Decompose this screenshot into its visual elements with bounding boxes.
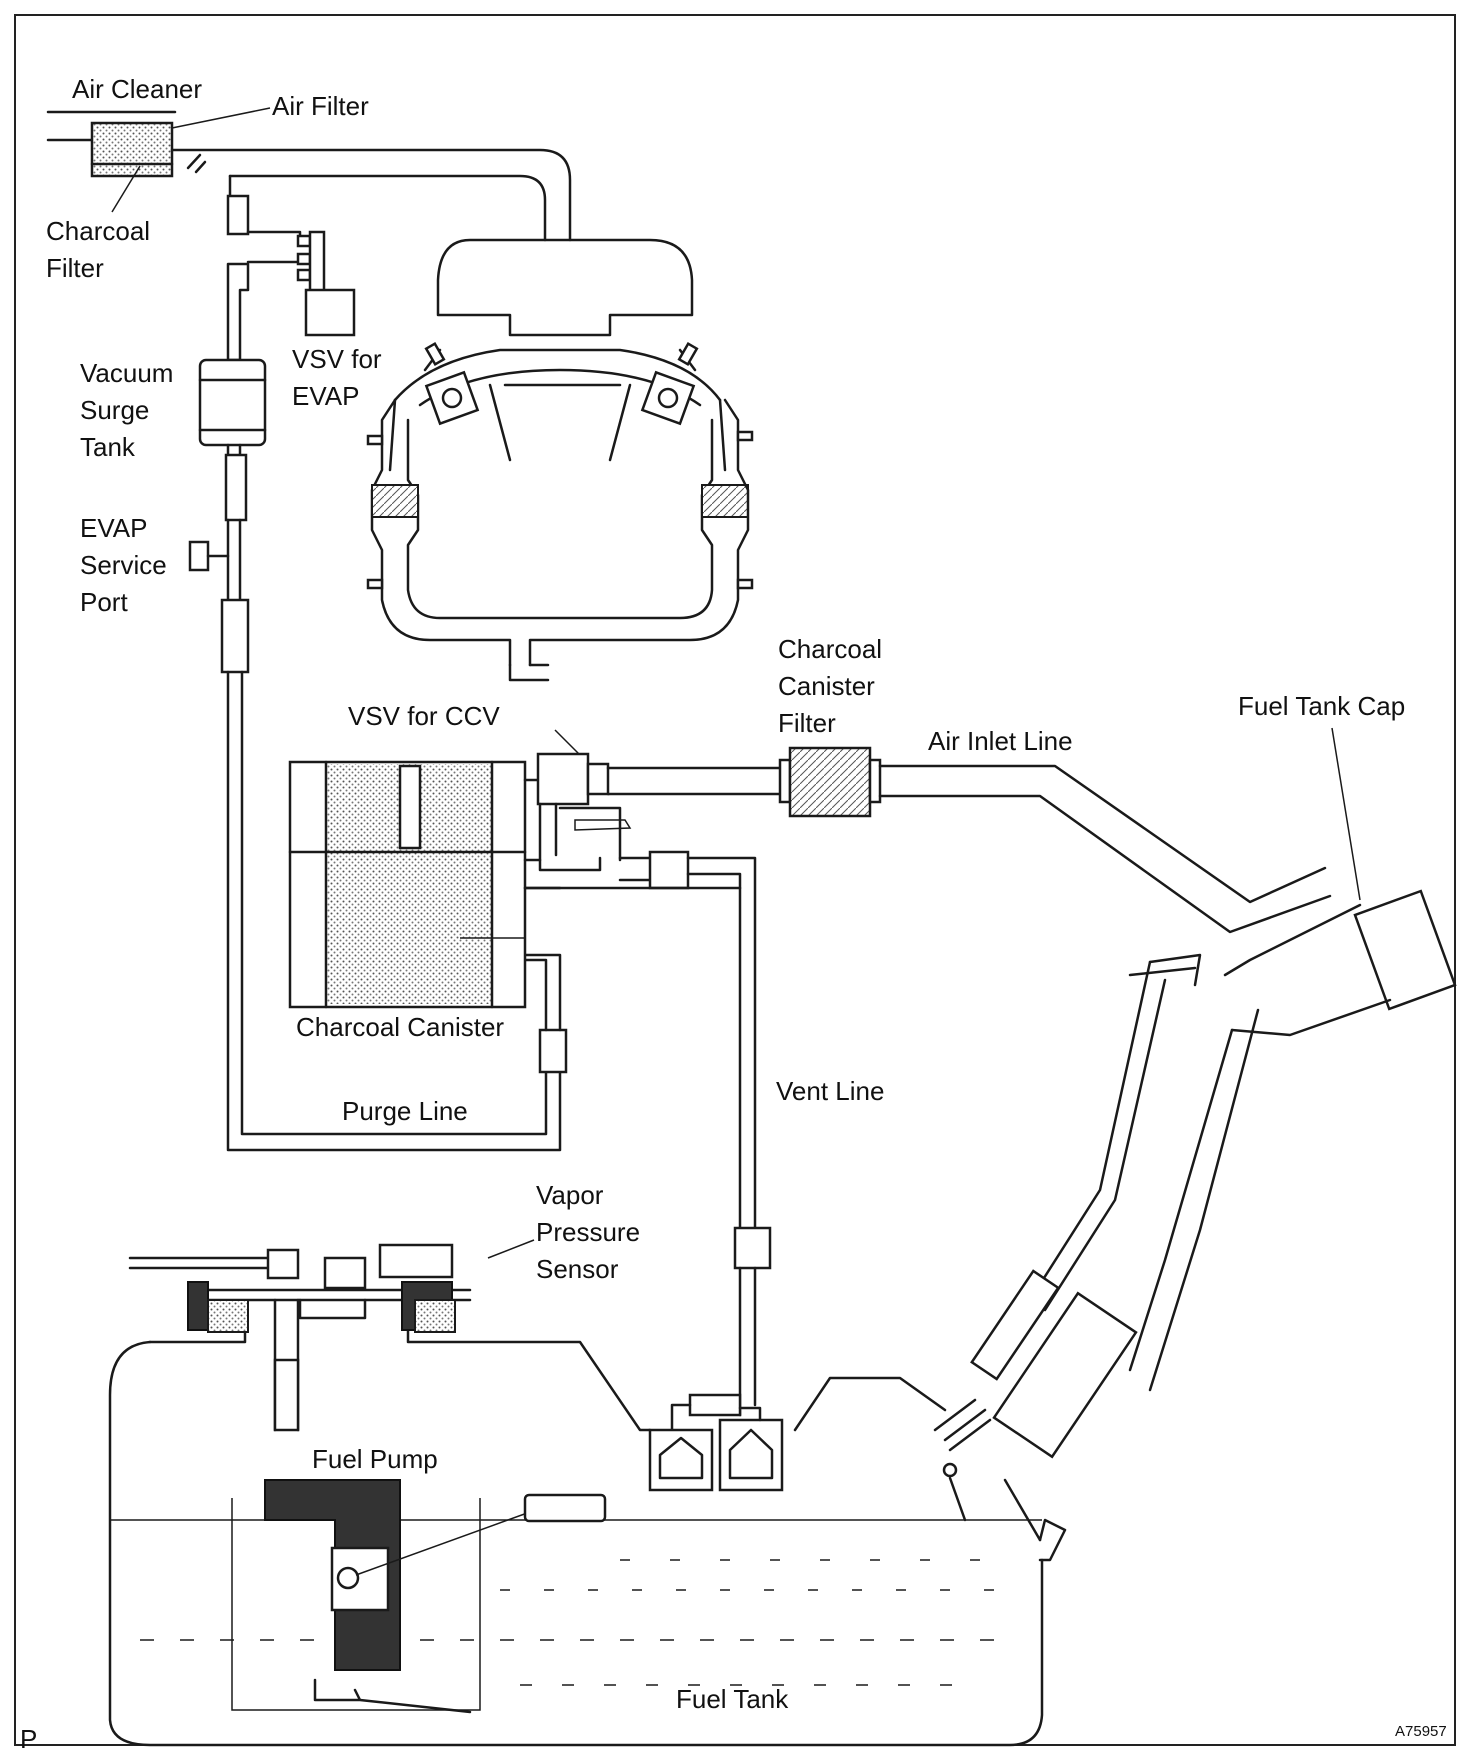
label-charcoal-canister: Charcoal Canister — [296, 1012, 504, 1042]
label-canister-filter-3: Filter — [778, 708, 836, 738]
exhaust-manifold-right — [366, 398, 754, 682]
vsv-for-ccv — [523, 729, 782, 1230]
fuel-tank — [108, 1321, 1067, 1747]
label-charcoal-filter-1: Charcoal — [46, 216, 150, 246]
exhaust-manifold-left — [370, 398, 749, 667]
air-cleaner — [46, 107, 271, 213]
fuel-pump — [231, 1479, 607, 1714]
label-charcoal-filter-2: Filter — [46, 253, 104, 283]
charcoal-canister — [288, 760, 562, 1009]
label-vent-line: Vent Line — [776, 1076, 884, 1106]
fuel-pump-assembly — [128, 1239, 535, 1432]
label-vsv-ccv: VSV for CCV — [348, 701, 500, 731]
label-fuel-tank: Fuel Tank — [676, 1684, 789, 1714]
label-vacuum-surge-2: Surge — [80, 395, 149, 425]
label-vsv-evap-1: VSV for — [292, 344, 382, 374]
label-canister-filter-2: Canister — [778, 671, 875, 701]
label-air-inlet-line: Air Inlet Line — [928, 726, 1073, 756]
label-air-filter: Air Filter — [272, 91, 369, 121]
label-corner-left: P — [20, 1724, 37, 1754]
label-evap-port-3: Port — [80, 587, 128, 617]
rollover-valves — [648, 1226, 784, 1492]
label-vacuum-surge-3: Tank — [80, 432, 136, 462]
label-vapor-sensor-1: Vapor — [536, 1180, 604, 1210]
label-fuel-pump: Fuel Pump — [312, 1444, 438, 1474]
label-vapor-sensor-2: Pressure — [536, 1217, 640, 1247]
label-air-cleaner: Air Cleaner — [72, 74, 202, 104]
engine-intake-plenum — [436, 238, 694, 337]
label-canister-filter-1: Charcoal — [778, 634, 882, 664]
fuel-filler-neck — [933, 889, 1457, 1542]
air-inlet-line — [878, 764, 1332, 934]
purge-line-vertical — [188, 358, 568, 1152]
vsv-for-evap — [226, 194, 356, 362]
label-purge-line: Purge Line — [342, 1096, 468, 1126]
label-vsv-evap-2: EVAP — [292, 381, 359, 411]
engine-block — [388, 341, 727, 472]
label-vapor-sensor-3: Sensor — [536, 1254, 619, 1284]
label-vacuum-surge-1: Vacuum — [80, 358, 173, 388]
label-evap-port-1: EVAP — [80, 513, 147, 543]
label-evap-port-2: Service — [80, 550, 167, 580]
charcoal-canister-filter — [778, 746, 882, 818]
label-figure-id: A75957 — [1395, 1723, 1447, 1740]
label-fuel-tank-cap: Fuel Tank Cap — [1238, 691, 1405, 721]
fuel-surface-dashes — [140, 1559, 1000, 1686]
